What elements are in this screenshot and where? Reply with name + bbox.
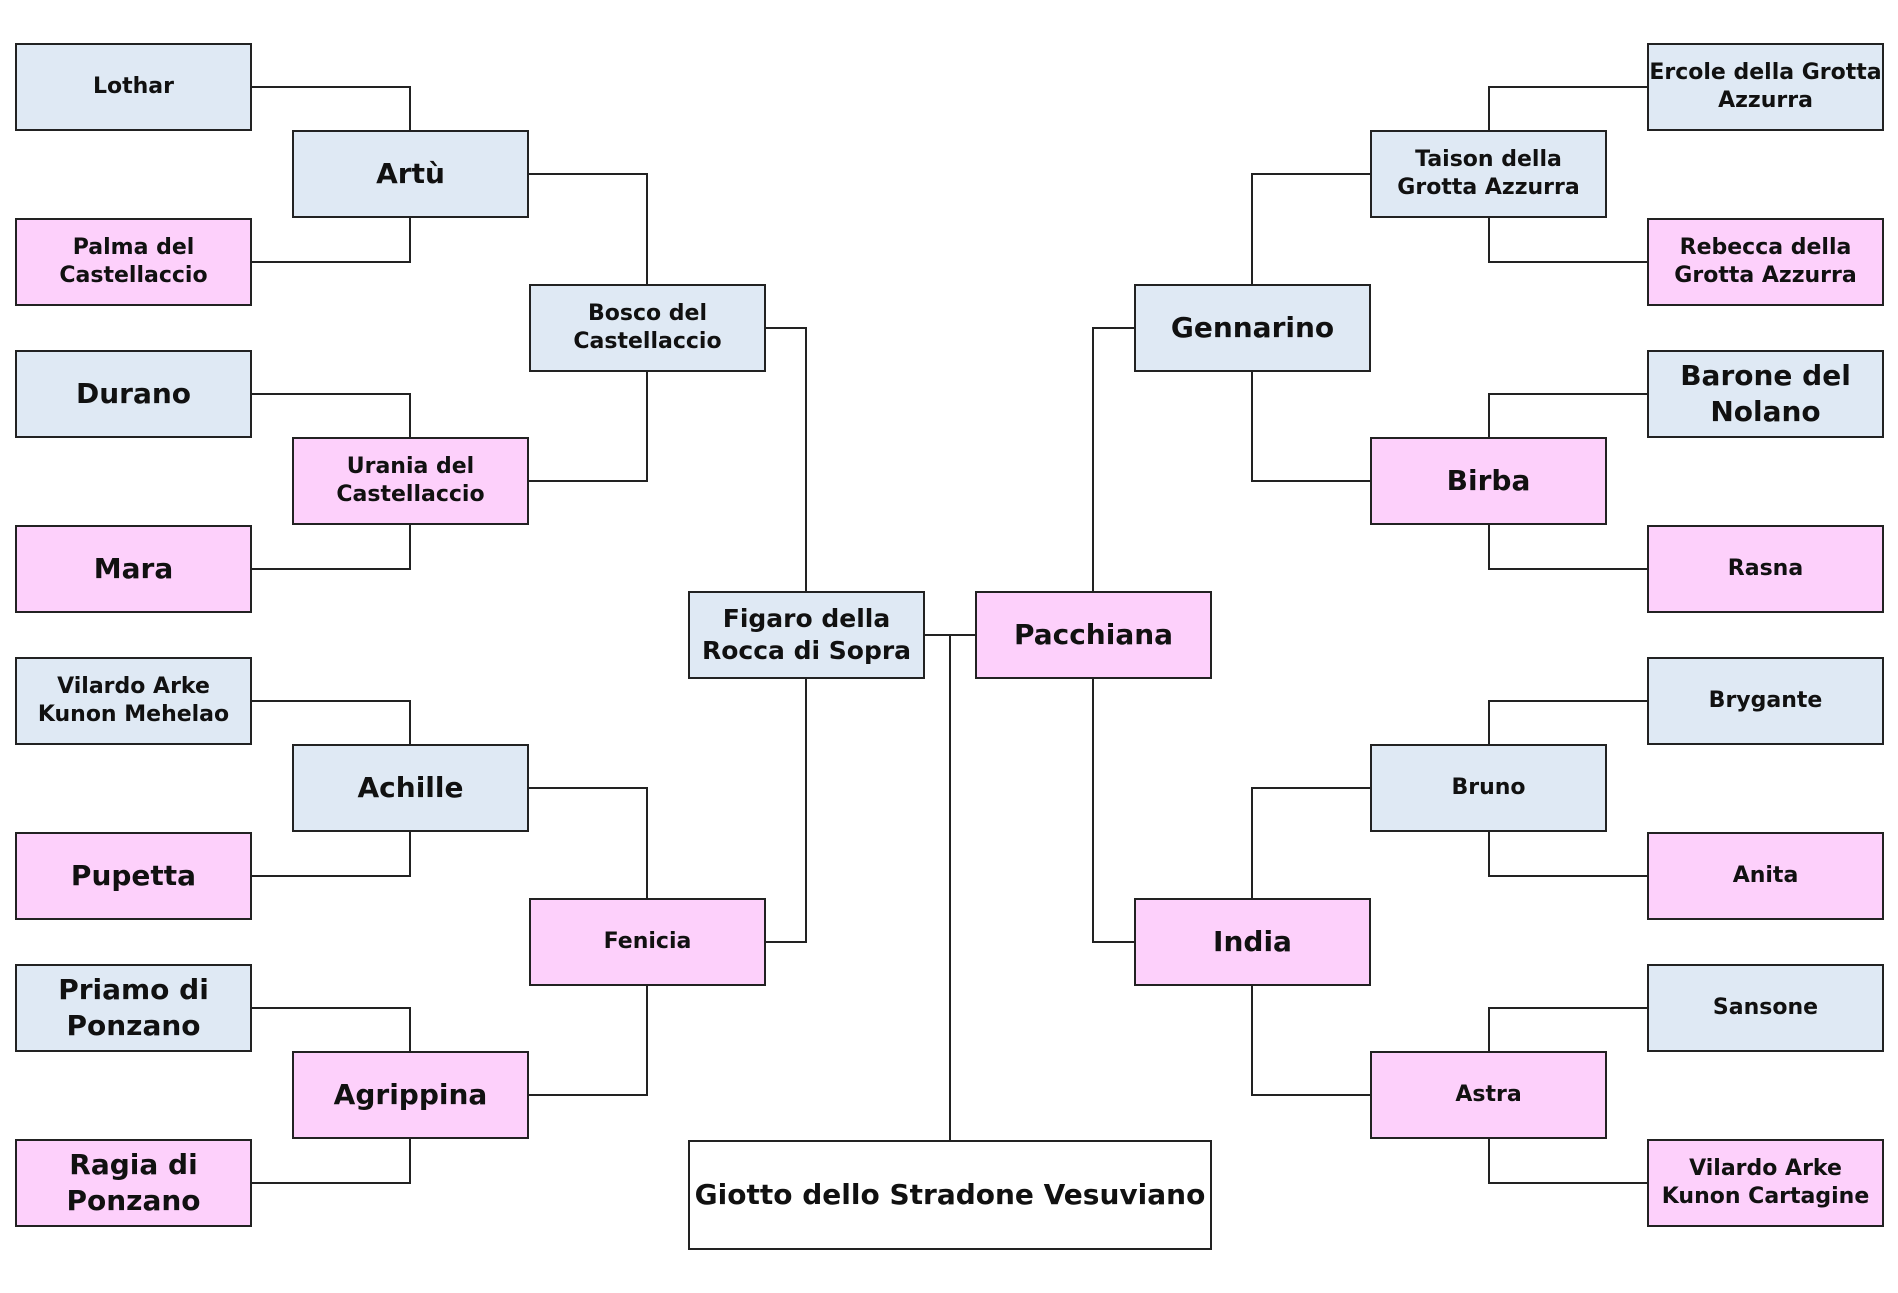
gggp-node-11: Barone del Nolano [1647,350,1884,438]
connector-line [1251,173,1370,284]
connector-line [1488,832,1647,877]
connector-line [1251,372,1370,482]
connector-line [529,986,648,1096]
ggp-msire-sire-node: Taison della Grotta Azzurra [1370,130,1607,218]
gggp-node-12: Rasna [1647,525,1884,613]
ggp-dam-sire-node: Achille [292,744,529,832]
connector-line [766,327,807,591]
gggp-node-4: Mara [15,525,252,613]
connector-line [252,700,411,744]
paternal-grandsire-node: Bosco del Castellaccio [529,284,766,372]
connector-line [1251,986,1370,1096]
connector-line [1251,787,1370,898]
ggp-sire-dam-node: Urania del Castellaccio [292,437,529,525]
gggp-node-3: Durano [15,350,252,438]
sire-node: Figaro della Rocca di Sopra [688,591,925,679]
connector-line [252,86,411,130]
connector-line [252,393,411,437]
connector-line [1488,86,1647,130]
gggp-node-13: Brygante [1647,657,1884,745]
connector-line [252,832,411,877]
connector-line [1488,393,1647,437]
connector-line [252,1139,411,1184]
gggp-node-9: Ercole della Grotta Azzurra [1647,43,1884,131]
gggp-node-5: Vilardo Arke Kunon Mehelao [15,657,252,745]
connector-line [529,787,648,898]
connector-line [1092,327,1134,591]
ggp-sire-sire-node: Artù [292,130,529,218]
gggp-node-1: Lothar [15,43,252,131]
ggp-dam-dam-node: Agrippina [292,1051,529,1139]
connector-line [1488,700,1647,744]
gggp-node-2: Palma del Castellaccio [15,218,252,306]
connector-line [529,372,648,482]
connector-line [252,218,411,263]
gggp-node-10: Rebecca della Grotta Azzurra [1647,218,1884,306]
maternal-granddam-node: India [1134,898,1371,986]
connector-line [1488,525,1647,570]
gggp-node-8: Ragia di Ponzano [15,1139,252,1227]
connector-line [1488,1007,1647,1051]
gggp-node-14: Anita [1647,832,1884,920]
connector-line [252,525,411,570]
gggp-node-15: Sansone [1647,964,1884,1052]
paternal-granddam-node: Fenicia [529,898,766,986]
maternal-grandsire-node: Gennarino [1134,284,1371,372]
ggp-msire-dam-node: Birba [1370,437,1607,525]
gggp-node-16: Vilardo Arke Kunon Cartagine [1647,1139,1884,1227]
dam-node: Pacchiana [975,591,1212,679]
ggp-mdam-sire-node: Bruno [1370,744,1607,832]
connector-line [252,1007,411,1051]
gggp-node-7: Priamo di Ponzano [15,964,252,1052]
subject-node: Giotto dello Stradone Vesuviano [688,1140,1212,1250]
connector-line [766,679,807,943]
connector-line [529,173,648,284]
ggp-mdam-dam-node: Astra [1370,1051,1607,1139]
gggp-node-6: Pupetta [15,832,252,920]
connector-line [1092,679,1134,943]
connector-line [1488,218,1647,263]
connector-line [1488,1139,1647,1184]
